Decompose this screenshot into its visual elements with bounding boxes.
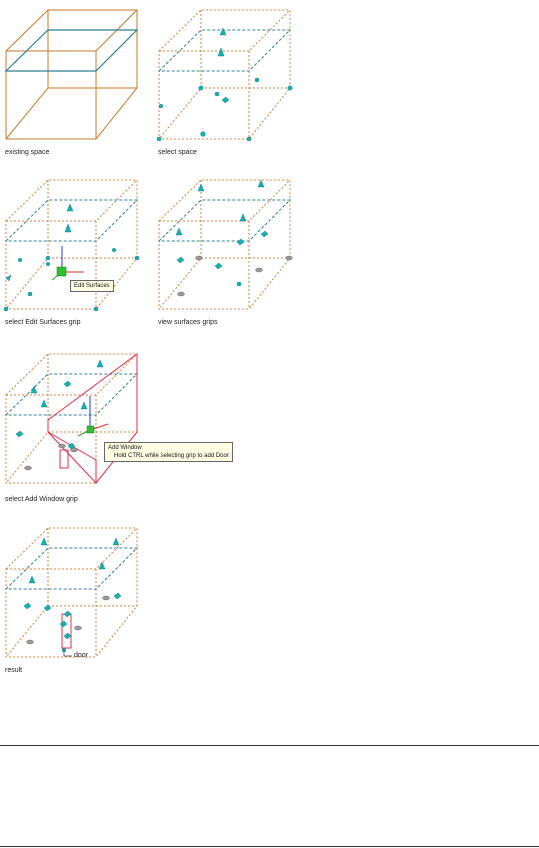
caption-result: result <box>5 667 23 674</box>
divider-bottom <box>0 846 539 847</box>
edit-surfaces-drawing <box>3 179 140 312</box>
edit-surfaces-tooltip: Edit Surfaces <box>70 280 114 292</box>
view-surfaces-drawing <box>157 179 293 310</box>
view-surfaces-figure <box>157 176 293 312</box>
caption-window: select Add Window grip <box>5 496 78 503</box>
edit-surfaces-figure <box>3 176 140 312</box>
result-figure <box>4 524 139 660</box>
select-space-drawing <box>156 9 293 142</box>
divider-top <box>0 745 539 746</box>
existing-space-drawing <box>4 9 139 140</box>
existing-space-figure <box>4 6 139 142</box>
add-window-drawing <box>4 353 139 485</box>
caption-select: select space <box>158 149 197 156</box>
add-window-tooltip-hint: Hold CTRL while selecting grip to add Do… <box>114 453 229 459</box>
caption-existing: existing space <box>5 149 50 156</box>
door-callout: door <box>74 652 89 659</box>
select-space-figure <box>156 6 293 142</box>
add-window-figure <box>4 350 139 486</box>
add-window-tooltip: Add Window Hold CTRL while selecting gri… <box>104 442 233 462</box>
caption-edit: select Edit Surfaces grip <box>5 319 81 326</box>
add-window-tooltip-title: Add Window <box>108 445 142 451</box>
result-drawing <box>4 527 139 658</box>
caption-view: view surfaces grips <box>158 319 218 326</box>
